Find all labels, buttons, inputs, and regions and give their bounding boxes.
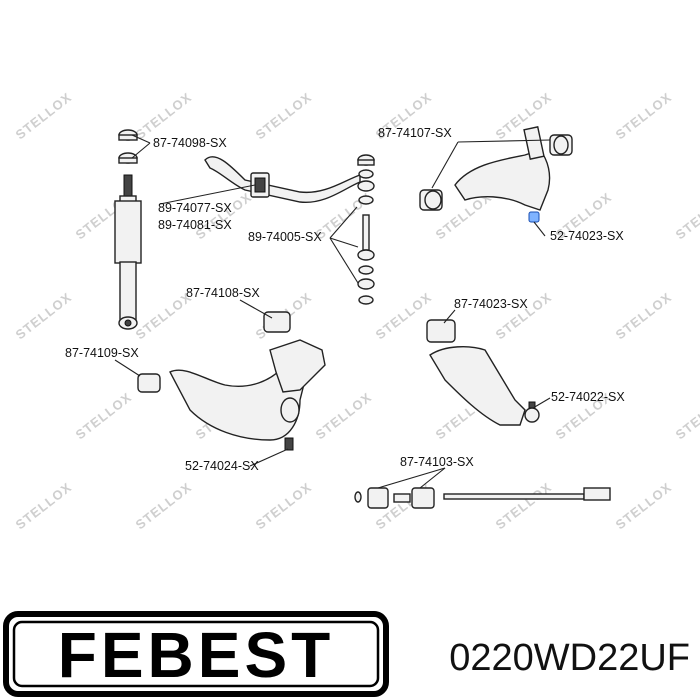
- part-labels: 87-74098-SX 87-74107-SX 89-74077-SX 89-7…: [65, 126, 625, 473]
- watermark-text: STELLOX: [13, 289, 75, 342]
- label-89-74081[interactable]: 89-74081-SX: [158, 218, 232, 232]
- watermark-layer: STELLOX STELLOX STELLOX STELLOX STELLOX STELL…: [13, 89, 700, 532]
- watermark-text: STELLOX: [373, 289, 435, 342]
- shock-absorber: [114, 129, 142, 330]
- label-89-74077[interactable]: 89-74077-SX: [158, 201, 232, 215]
- watermark-text: STELLOX: [673, 389, 700, 442]
- watermark-text: STELLOX: [13, 479, 75, 532]
- stabilizer-link-kit: [357, 154, 375, 305]
- brand-logo-inner-frame: [12, 620, 380, 688]
- label-87-74023[interactable]: 87-74023-SX: [454, 297, 528, 311]
- leader-lines: [114, 134, 551, 489]
- upper-control-arm: [419, 126, 573, 223]
- brand-logo: FEBEST: [58, 619, 334, 691]
- watermark-text: STELLOX: [613, 479, 675, 532]
- watermark-text: STELLOX: [673, 189, 700, 242]
- label-87-74108[interactable]: 87-74108-SX: [186, 286, 260, 300]
- watermark-text: STELLOX: [313, 389, 375, 442]
- watermark-text: STELLOX: [493, 89, 555, 142]
- watermark-text: STELLOX: [193, 189, 255, 242]
- watermark-text: STELLOX: [613, 289, 675, 342]
- label-52-74023[interactable]: 52-74023-SX: [550, 229, 624, 243]
- watermark-text: STELLOX: [73, 389, 135, 442]
- lower-control-arm-right: [426, 319, 540, 426]
- brand-logo-frame: [3, 611, 389, 697]
- label-87-74098[interactable]: 87-74098-SX: [153, 136, 227, 150]
- label-87-74109[interactable]: 87-74109-SX: [65, 346, 139, 360]
- watermark-text: STELLOX: [133, 479, 195, 532]
- watermark-text: STELLOX: [13, 89, 75, 142]
- label-52-74024[interactable]: 52-74024-SX: [185, 459, 259, 473]
- footer: FEBEST 0220WD22UF: [3, 611, 690, 697]
- stabilizer-bar: [204, 156, 361, 204]
- label-52-74022[interactable]: 52-74022-SX: [551, 390, 625, 404]
- tie-rod-kit: [354, 487, 611, 509]
- watermark-text: STELLOX: [253, 479, 315, 532]
- watermark-text: STELLOX: [253, 89, 315, 142]
- label-87-74107[interactable]: 87-74107-SX: [378, 126, 452, 140]
- watermark-text: STELLOX: [133, 89, 195, 142]
- watermark-text: STELLOX: [493, 479, 555, 532]
- label-87-74103[interactable]: 87-74103-SX: [400, 455, 474, 469]
- watermark-text: STELLOX: [613, 89, 675, 142]
- lower-control-arm-left: [137, 311, 326, 451]
- part-number: 0220WD22UF: [449, 637, 690, 679]
- label-89-74005[interactable]: 89-74005-SX: [248, 230, 322, 244]
